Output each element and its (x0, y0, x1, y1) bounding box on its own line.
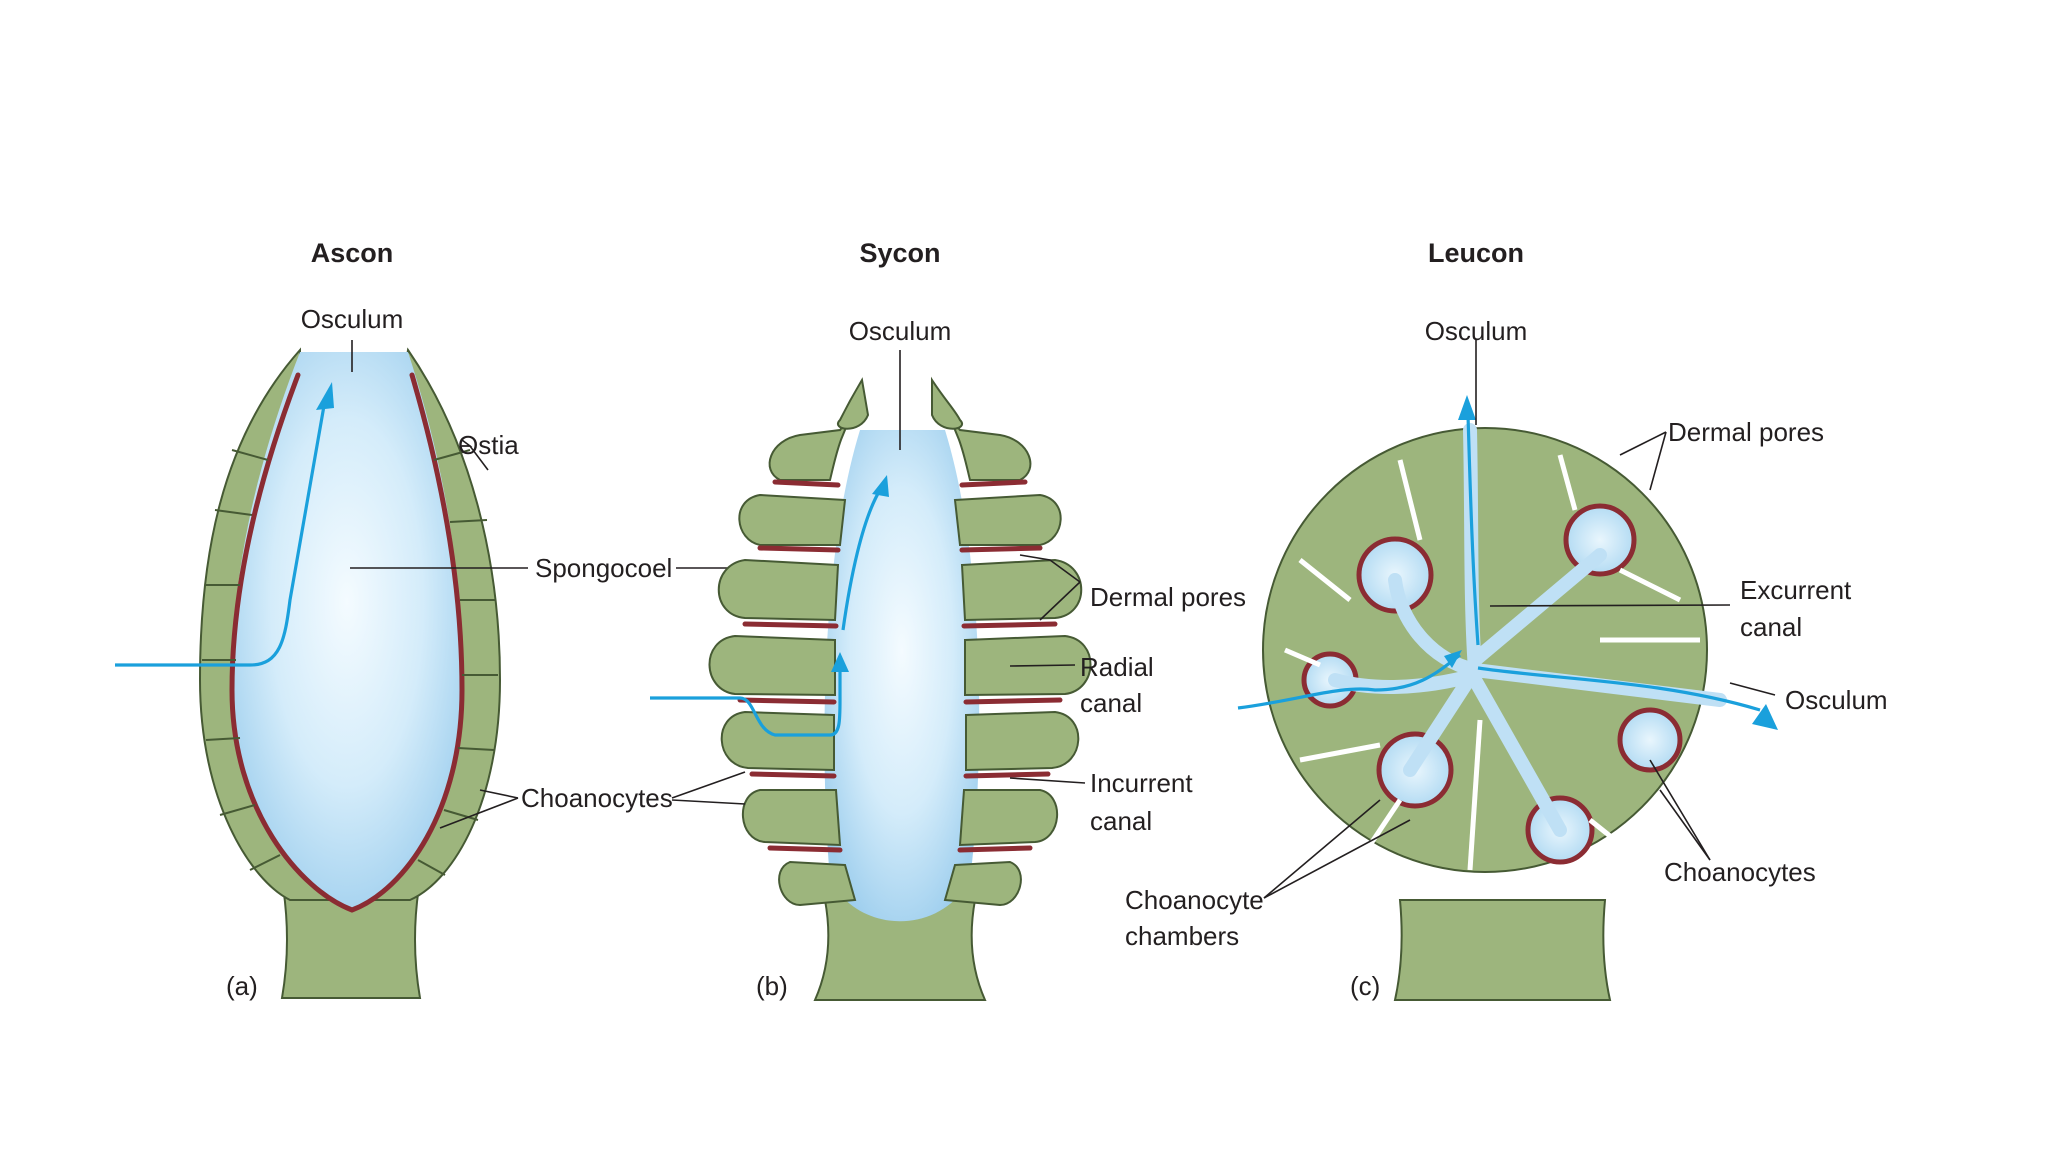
ascon-stalk (280, 879, 422, 999)
panel-a-letter: (a) (226, 971, 258, 1001)
incurrent-canal-label-line1: Incurrent (1090, 768, 1193, 798)
ascon-osculum-label: Osculum (301, 304, 404, 334)
leucon-dermal-pores-label: Dermal pores (1668, 417, 1824, 447)
leucon-stalk (1393, 899, 1612, 1001)
leucon-flow-arrowhead-top (1458, 395, 1476, 420)
sycon-flow-arrowhead-1 (831, 652, 849, 672)
leucon-osculum-top-label: Osculum (1425, 316, 1528, 346)
leucon-canal-network (1328, 423, 1727, 837)
choanocyte-chambers-label-line2: chambers (1125, 921, 1239, 951)
choanocyte-chambers-label-line1: Choanocyte (1125, 885, 1264, 915)
sycon-dermal-pores-label: Dermal pores (1090, 582, 1246, 612)
ascon-choanocytes-label: Choanocytes (521, 783, 673, 813)
ascon-panel: Ascon (115, 238, 880, 1001)
spongocoel-label: Spongocoel (535, 553, 672, 583)
sycon-water-flow-arrow-upper (841, 489, 882, 631)
ascon-spongocoel (232, 352, 462, 908)
leucon-choanocytes-label: Choanocytes (1664, 857, 1816, 887)
leucon-flow-to-osculum-top (1466, 414, 1480, 646)
panel-c-letter: (c) (1350, 971, 1380, 1001)
sycon-panel: Sycon (650, 238, 1246, 1001)
excurrent-canal-label-line1: Excurrent (1740, 575, 1852, 605)
sycon-spongocoel (824, 430, 980, 922)
incurrent-canal-label-line2: canal (1090, 806, 1152, 836)
ascon-water-flow-arrow (115, 399, 327, 667)
sycon-left-wall (708, 377, 870, 907)
leucon-flow-arrowhead-inner (1444, 650, 1462, 668)
radial-canal-label-line2: canal (1080, 688, 1142, 718)
panel-b-letter: (b) (756, 971, 788, 1001)
sycon-right-choanocyte-lining (957, 479, 1063, 853)
ascon-cell-segments (202, 449, 498, 876)
excurrent-canal-label-line2: canal (1740, 612, 1802, 642)
leucon-osculum-side-label: Osculum (1785, 685, 1888, 715)
ascon-choanocyte-lining (229, 372, 465, 913)
sycon-right-wall (931, 376, 1092, 907)
leucon-title: Leucon (1428, 238, 1524, 268)
leucon-flow-arrowhead-side (1752, 704, 1778, 730)
sycon-water-flow-arrow (650, 670, 842, 737)
radial-canal-label-line1: Radial (1080, 652, 1154, 682)
sycon-title: Sycon (859, 238, 940, 268)
sycon-stalk (813, 899, 987, 1001)
leucon-flow-to-osculum-side (1477, 666, 1761, 712)
ascon-flow-arrowhead (316, 382, 334, 410)
ascon-title: Ascon (311, 238, 394, 268)
leucon-cell-divisions (1284, 454, 1700, 871)
ascon-ostia-label: Ostia (458, 430, 519, 460)
sycon-flow-arrowhead-2 (872, 475, 889, 497)
sycon-left-choanocyte-lining (737, 479, 843, 853)
leucon-panel: Leucon (1125, 238, 1888, 1001)
sycon-osculum-label: Osculum (849, 316, 952, 346)
leucon-water-flow-arrow (1237, 653, 1461, 710)
